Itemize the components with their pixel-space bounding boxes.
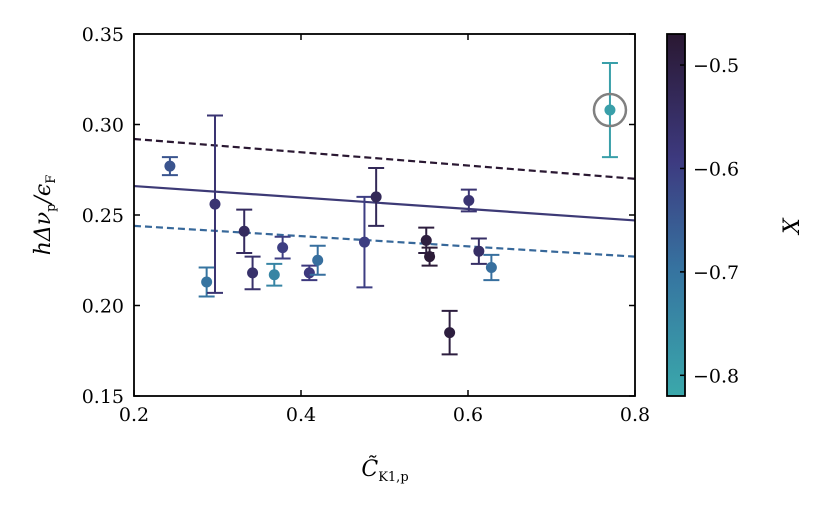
point-marker — [303, 267, 315, 279]
data-point-10 — [356, 195, 373, 289]
data-point-15 — [460, 188, 477, 213]
y-tick-label: 0.20 — [82, 296, 124, 318]
point-marker — [485, 261, 497, 273]
fit-line-3 — [133, 224, 636, 258]
point-marker — [238, 225, 250, 237]
point-marker — [268, 269, 280, 281]
data-point-7 — [274, 235, 291, 260]
data-point-3 — [206, 114, 223, 294]
x-tick-label: 0.6 — [453, 404, 483, 426]
data-point-18 — [592, 61, 628, 159]
fit-line-2 — [133, 184, 636, 222]
data-point-5 — [244, 255, 261, 291]
y-tick-label: 0.25 — [82, 205, 124, 227]
x-axis-label: C̃K1,p — [361, 456, 408, 485]
data-point-17 — [483, 253, 500, 282]
x-tick-label: 0.8 — [620, 404, 650, 426]
colorbar-tick-label: −0.5 — [693, 55, 739, 77]
colorbar-tick-label: −0.8 — [693, 365, 739, 387]
colorbar: −0.5 −0.6 −0.7 −0.8 — [666, 33, 739, 397]
point-marker — [604, 104, 616, 116]
data-point-16 — [470, 237, 487, 265]
point-marker — [164, 160, 176, 172]
y-tick-label: 0.35 — [82, 24, 124, 46]
data-point-6 — [266, 262, 283, 287]
point-marker — [312, 254, 324, 266]
point-marker — [209, 198, 221, 210]
plot-area — [133, 61, 636, 356]
colorbar-gradient — [666, 33, 686, 397]
colorbar-label: X — [780, 217, 805, 236]
data-point-14 — [441, 309, 458, 356]
data-point-13 — [421, 246, 438, 267]
data-point-8 — [301, 264, 318, 282]
point-marker — [420, 234, 432, 246]
y-axis-label: hΔνp/ϵF — [31, 175, 59, 256]
point-marker — [473, 245, 485, 257]
y-tick-label: 0.30 — [82, 115, 124, 137]
x-tick-label: 0.4 — [286, 404, 316, 426]
x-tick-label: 0.2 — [119, 404, 149, 426]
point-marker — [444, 327, 456, 339]
colorbar-tick-label: −0.7 — [693, 262, 739, 284]
fit-line-1 — [133, 137, 636, 180]
point-marker — [370, 191, 382, 203]
point-marker — [424, 251, 436, 263]
y-tick-label: 0.15 — [82, 386, 124, 408]
axes: 0.2 0.4 0.6 0.8 0.15 0.20 0.25 0.30 0.35 — [82, 24, 650, 426]
data-point-2 — [198, 266, 215, 298]
colorbar-tick-label: −0.6 — [693, 158, 739, 180]
data-point-4 — [236, 208, 253, 255]
point-marker — [463, 195, 475, 207]
data-point-9 — [309, 244, 326, 276]
axis-labels: C̃K1,p hΔνp/ϵF X — [31, 175, 805, 485]
highlight-ring — [592, 92, 628, 128]
point-marker — [277, 242, 289, 254]
data-point-1 — [161, 156, 178, 177]
data-point-12 — [418, 226, 435, 255]
data-point-11 — [368, 166, 385, 227]
point-marker — [201, 276, 213, 288]
point-marker — [358, 236, 370, 248]
point-marker — [247, 267, 259, 279]
